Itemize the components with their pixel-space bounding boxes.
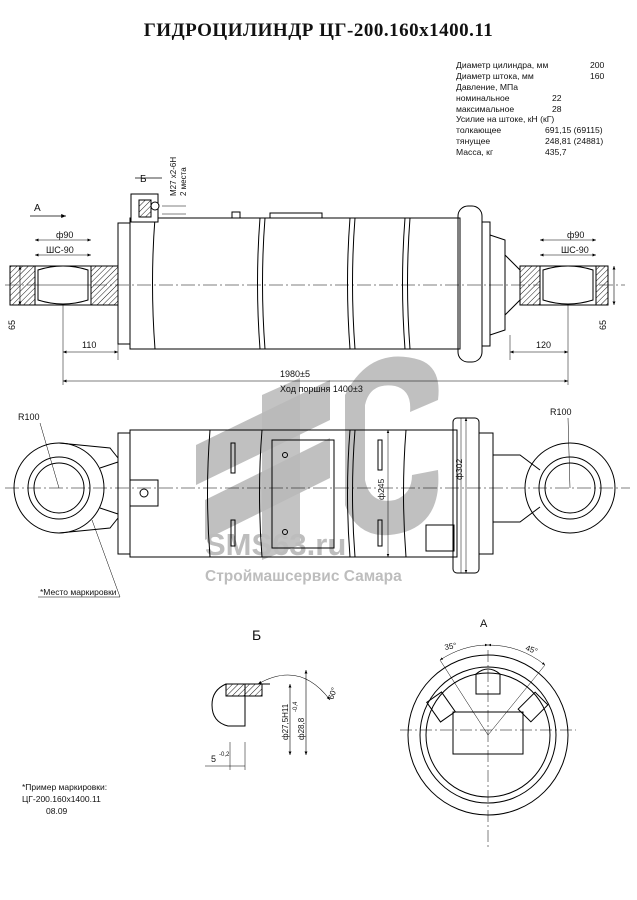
dim-depth-tol: -0,2 bbox=[219, 752, 230, 758]
view-a-detail bbox=[400, 643, 576, 850]
dim-stroke: Ход поршня 1400±3 bbox=[280, 384, 363, 394]
dim-120: 120 bbox=[536, 340, 551, 350]
spec-value: 200 bbox=[590, 60, 605, 70]
spec-label: Диаметр штока, мм bbox=[456, 70, 534, 81]
spec-row-pull: тянущее 248,81 (24881) bbox=[456, 136, 616, 147]
dim-d28-8: ф28,8 bbox=[297, 717, 306, 740]
thread-places: 2 места bbox=[179, 167, 188, 196]
section-b-title: Б bbox=[252, 627, 261, 643]
marking-example-date: 08.09 bbox=[46, 806, 68, 816]
thread-callout: М27 х2-6Н bbox=[169, 157, 178, 196]
dim-d27-5: ф27,5Н11 bbox=[281, 703, 290, 740]
spec-row-pressure: Давление, МПа bbox=[456, 82, 616, 93]
dim-d90-right: ф90 bbox=[567, 230, 584, 240]
dim-r100-right: R100 bbox=[550, 407, 572, 417]
section-b-labels: Б ф27,5Н11 ф28,8 -0,4 60° 5 -0,2 bbox=[211, 627, 339, 764]
dim-depth: 5 bbox=[211, 754, 216, 764]
dim-shs-left: ШС-90 bbox=[46, 245, 74, 255]
dim-d90-left: ф90 bbox=[56, 230, 73, 240]
marking-place-note: *Место маркировки bbox=[40, 587, 117, 597]
spec-row-force: Усилие на штоке, кН (кГ) bbox=[456, 114, 616, 125]
spec-value: 248,81 (24881) bbox=[545, 136, 604, 147]
dim-angle-35: 35° bbox=[444, 641, 457, 652]
watermark-site: SMS63.ru bbox=[205, 527, 346, 562]
drawing-title: ГИДРОЦИЛИНДР ЦГ-200.160х1400.11 bbox=[143, 20, 494, 41]
top-view bbox=[5, 177, 625, 385]
spec-value: 691,15 (69115) bbox=[545, 125, 603, 136]
spec-label: максимальное bbox=[456, 103, 515, 114]
dim-65-right: 65 bbox=[598, 320, 608, 330]
section-b-marker: Б bbox=[140, 174, 147, 185]
dim-r100-left: R100 bbox=[18, 412, 40, 422]
side-view bbox=[5, 417, 630, 598]
view-a-labels: А 35° 45° bbox=[444, 618, 539, 656]
dim-65-left: 65 bbox=[7, 320, 17, 330]
marking-example: *Пример маркировки: ЦГ-200.160х1400.11 0… bbox=[22, 782, 107, 816]
spec-label: Усилие на штоке, кН (кГ) bbox=[456, 114, 555, 125]
dim-overall: 1980±5 bbox=[280, 369, 310, 379]
spec-value: 160 bbox=[590, 70, 605, 81]
view-a-marker: А bbox=[34, 203, 41, 214]
side-view-labels: R100 R100 ф302 ф245 *Место маркировки bbox=[18, 407, 572, 597]
dim-angle-45: 45° bbox=[524, 643, 538, 656]
spec-label: Масса, кг bbox=[456, 147, 494, 158]
spec-row-rod: Диаметр штока, мм 160 bbox=[456, 71, 616, 82]
dim-110: 110 bbox=[82, 340, 96, 350]
top-view-labels: А ф90 ШС-90 ф90 ШС-90 110 120 1980±5 Ход… bbox=[7, 157, 608, 394]
spec-value: 22 bbox=[552, 92, 562, 103]
dim-shs-right: ШС-90 bbox=[561, 245, 589, 255]
marking-example-title: *Пример маркировки: bbox=[22, 782, 107, 792]
specifications-table: Диаметр цилиндра, мм 200 Диаметр штока, м… bbox=[456, 60, 616, 158]
marking-example-code: ЦГ-200.160х1400.11 bbox=[22, 794, 101, 804]
dim-d302: ф302 bbox=[454, 459, 464, 480]
dim-angle-60: 60° bbox=[326, 686, 339, 700]
spec-row-maximum: максимальное 28 bbox=[456, 104, 616, 115]
spec-label: тянущее bbox=[456, 136, 491, 147]
spec-label: Диаметр цилиндра, мм bbox=[456, 60, 549, 70]
spec-value: 435,7 bbox=[545, 147, 567, 158]
spec-row-nominal: номинальное 22 bbox=[456, 93, 616, 104]
spec-row-mass: Масса, кг 435,7 bbox=[456, 147, 616, 158]
spec-label: толкающее bbox=[456, 125, 502, 136]
dim-d28-8-tol: -0,4 bbox=[293, 701, 299, 712]
spec-label: номинальное bbox=[456, 92, 510, 103]
watermark-company: Строймашсервис Самара bbox=[205, 568, 402, 585]
spec-label: Давление, МПа bbox=[456, 81, 518, 92]
dim-d245: ф245 bbox=[376, 479, 386, 500]
section-b-detail bbox=[205, 670, 331, 770]
view-a-title: А bbox=[480, 618, 488, 630]
spec-row-cylinder: Диаметр цилиндра, мм 200 bbox=[456, 60, 616, 71]
spec-row-push: толкающее 691,15 (69115) bbox=[456, 125, 616, 136]
spec-value: 28 bbox=[552, 103, 562, 114]
